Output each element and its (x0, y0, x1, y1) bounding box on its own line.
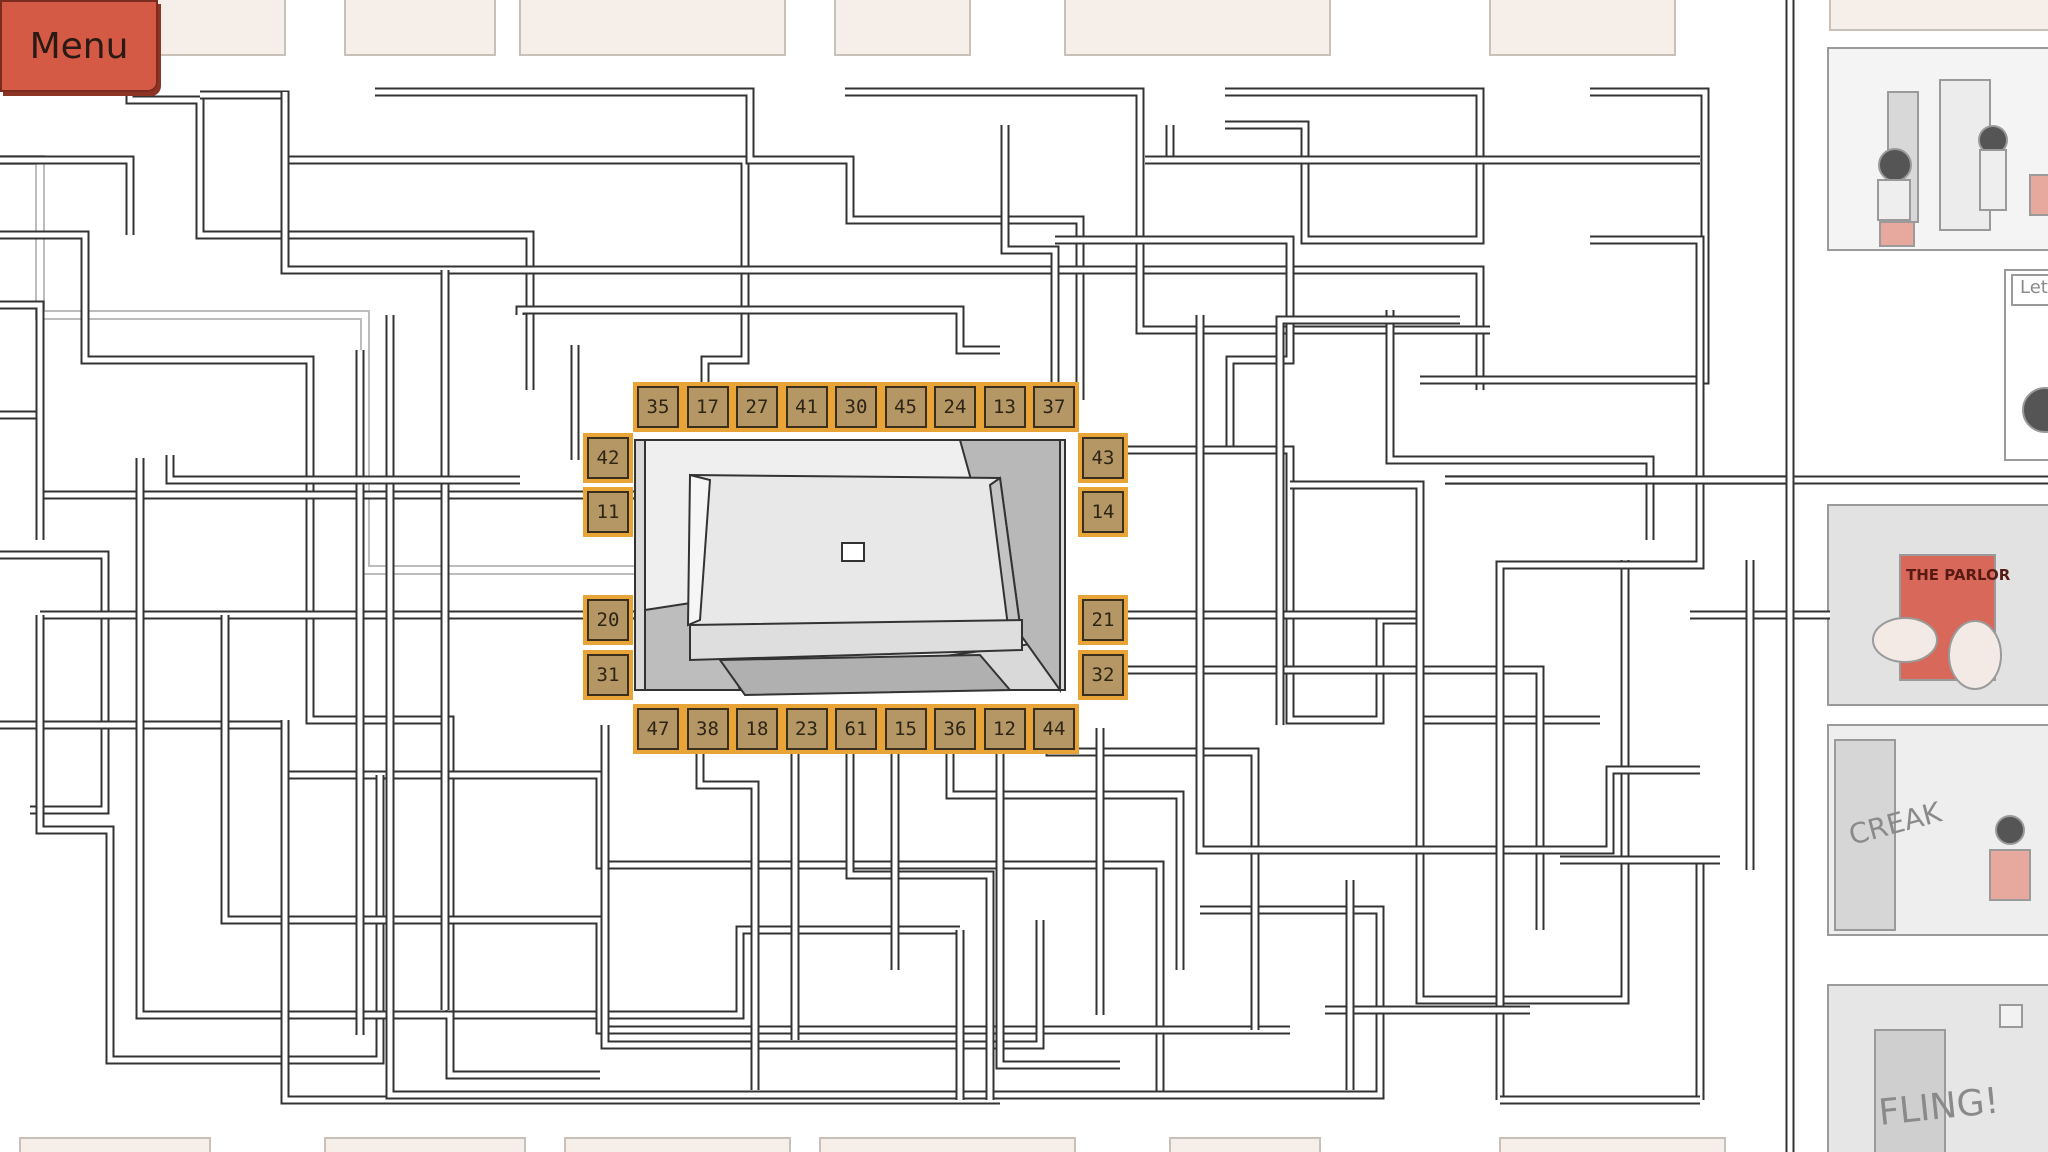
tile-bottom-3[interactable]: 18 (732, 704, 782, 754)
tile-bottom-4[interactable]: 23 (781, 704, 832, 754)
tile-right-3[interactable]: 21 (1078, 595, 1128, 645)
tile-bottom-9[interactable]: 44 (1029, 704, 1079, 754)
tile-top-2[interactable]: 17 (682, 382, 733, 432)
menu-button[interactable]: Menu (0, 0, 158, 92)
tile-bottom-8[interactable]: 12 (979, 704, 1030, 754)
book-title-text: THE PARLOR (1906, 566, 2011, 584)
tile-top-5[interactable]: 30 (831, 382, 881, 432)
tile-left-2[interactable]: 11 (583, 487, 633, 537)
tile-bottom-6[interactable]: 15 (880, 704, 931, 754)
tile-left-3[interactable]: 20 (583, 595, 633, 645)
tile-right-4[interactable]: 32 (1078, 650, 1128, 700)
tile-right-1[interactable]: 43 (1078, 433, 1128, 483)
tile-left-1[interactable]: 42 (583, 433, 633, 483)
center-box (634, 439, 1066, 697)
comic-panels-right (1827, 47, 2048, 1152)
comic-strip-top (149, 0, 2048, 56)
tile-right-2[interactable]: 14 (1078, 487, 1128, 537)
speech-bubble-text: Let (2020, 277, 2048, 298)
tile-top-7[interactable]: 24 (930, 382, 980, 432)
tile-bottom-7[interactable]: 36 (930, 704, 980, 754)
tile-top-4[interactable]: 41 (781, 382, 832, 432)
tile-top-9[interactable]: 37 (1029, 382, 1079, 432)
tile-bottom-1[interactable]: 47 (633, 704, 683, 754)
tile-left-4[interactable]: 31 (583, 650, 633, 700)
tile-top-3[interactable]: 27 (732, 382, 782, 432)
tile-top-6[interactable]: 45 (880, 382, 931, 432)
comic-strip-bottom (19, 1137, 1726, 1152)
tile-top-8[interactable]: 13 (979, 382, 1030, 432)
tile-bottom-5[interactable]: 61 (831, 704, 881, 754)
tile-top-1[interactable]: 35 (633, 382, 683, 432)
tile-bottom-2[interactable]: 38 (682, 704, 733, 754)
